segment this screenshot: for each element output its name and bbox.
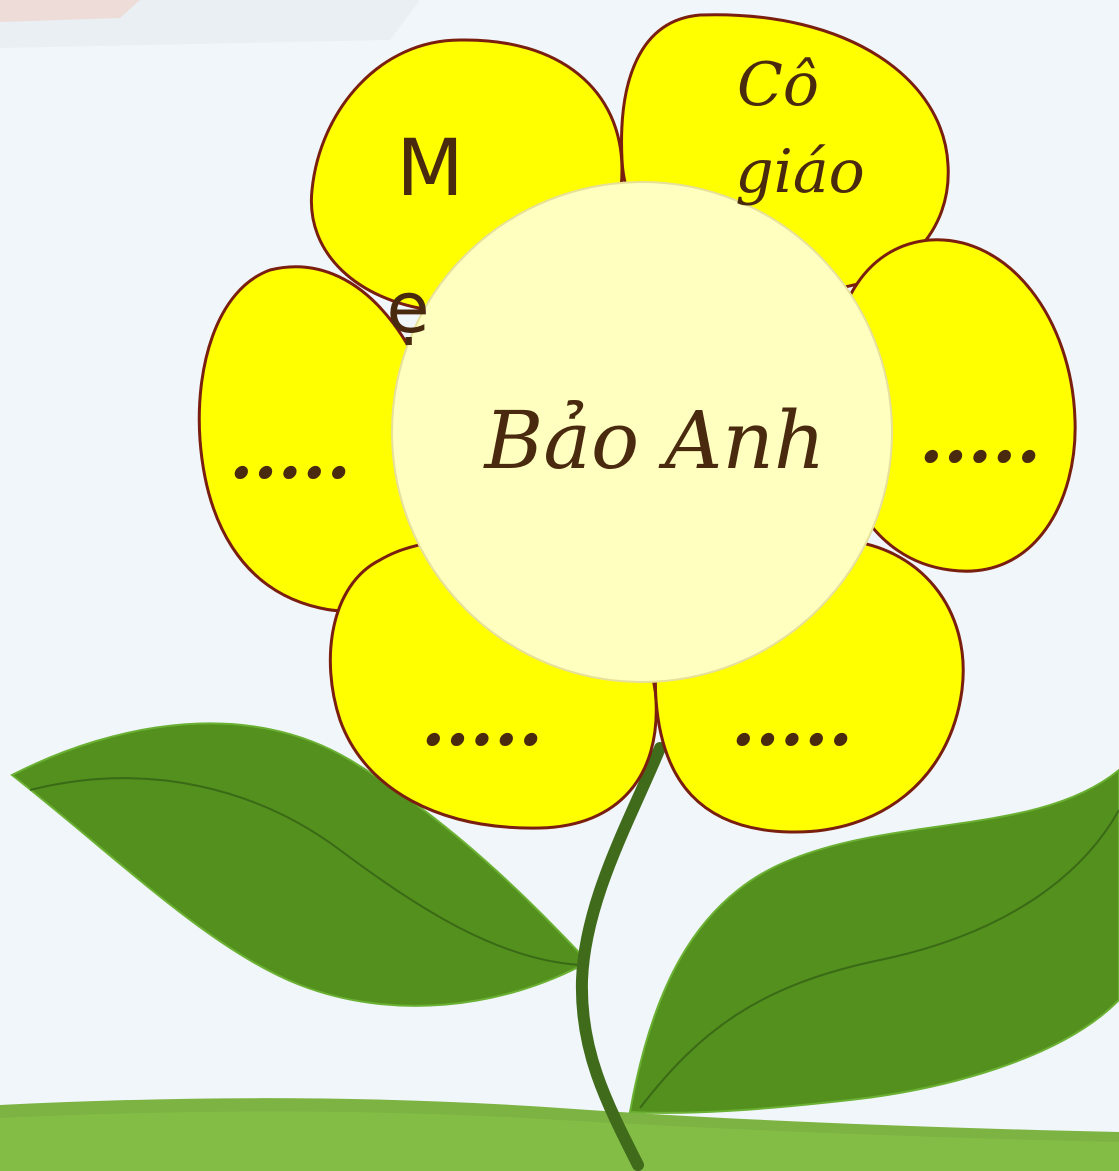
- petal-right-label: .....: [919, 396, 1041, 479]
- header-decoration: [0, 0, 420, 48]
- petal-left-label: .....: [229, 412, 351, 495]
- petal-top-left-line-1: M: [396, 124, 463, 214]
- leaf-right: [630, 770, 1119, 1113]
- grass-ground: [0, 1098, 1119, 1171]
- petal-top-right-line-1: Cô: [737, 50, 819, 120]
- petal-bottom-left-label: .....: [421, 679, 543, 762]
- petal-top-left-line-2: ẹ: [386, 267, 429, 349]
- center-label: Bảo Anh: [483, 394, 826, 487]
- petal-bottom-right-label: .....: [731, 679, 853, 762]
- petal-top-right-line-2: giáo: [735, 137, 865, 207]
